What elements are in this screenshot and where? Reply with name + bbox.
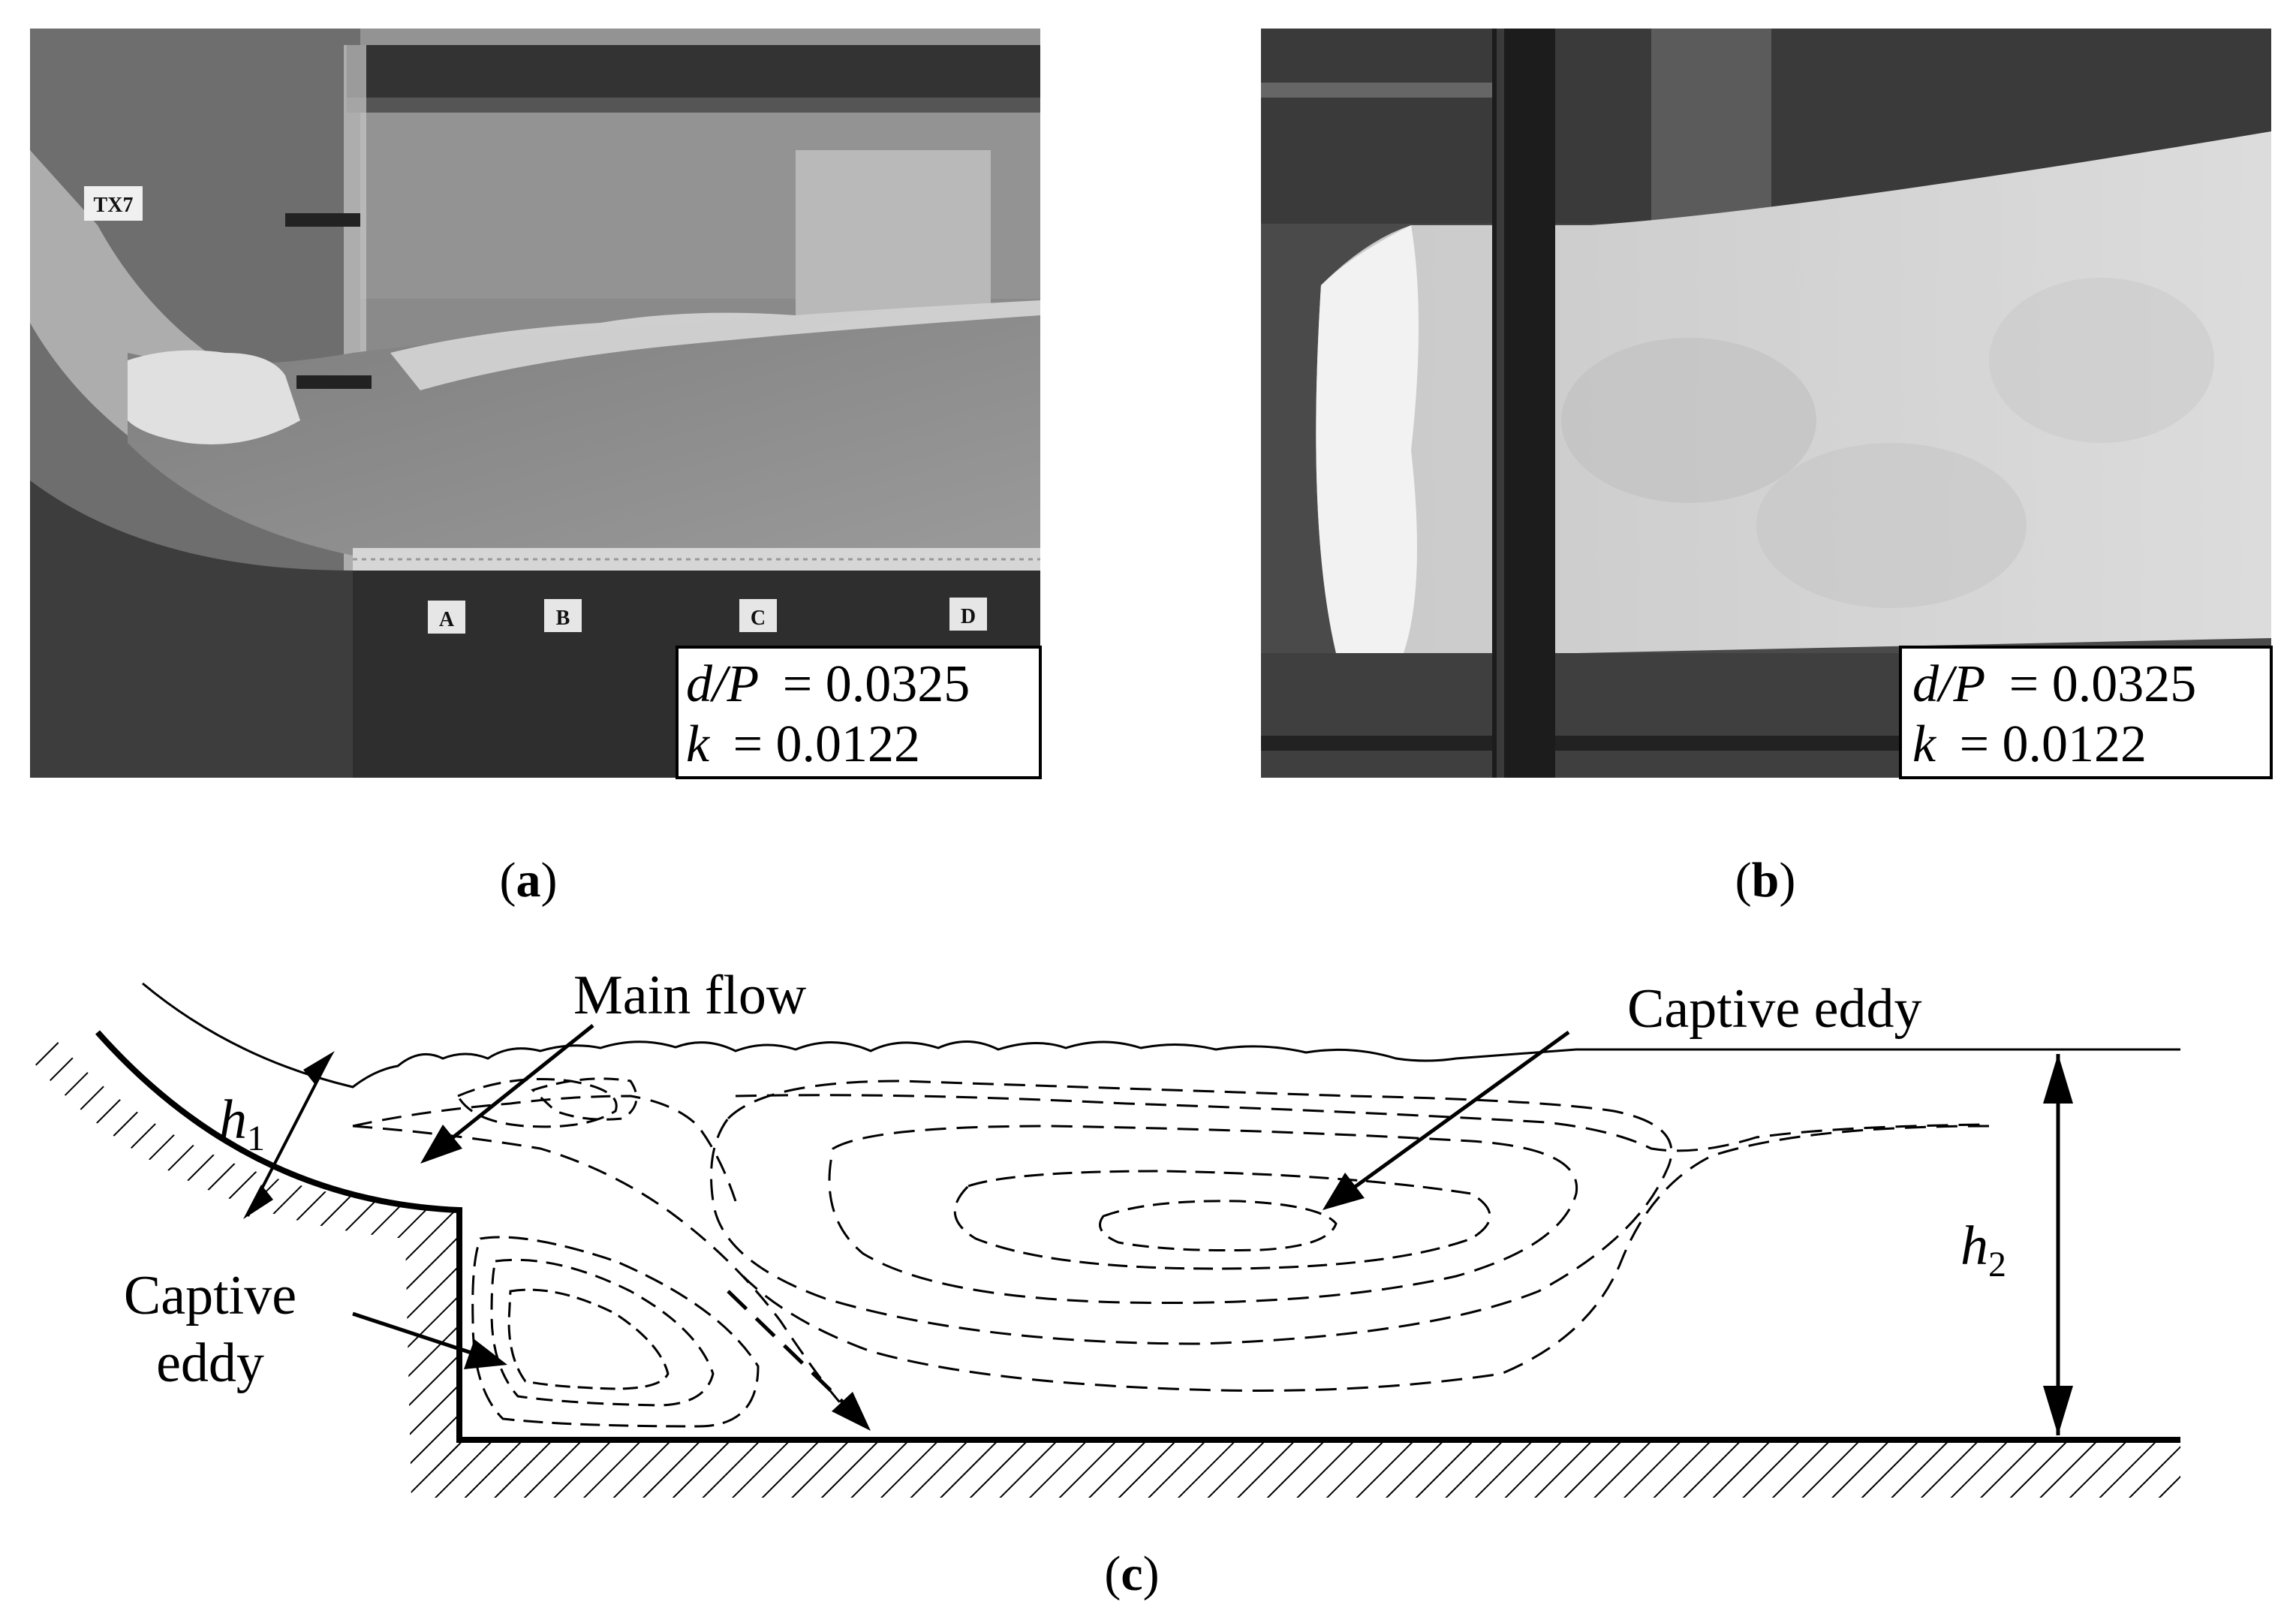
panel-b-param-box: d/P = 0.0325 k = 0.0122 [1899, 646, 2273, 779]
panel-b-photo [1261, 29, 2271, 778]
down-dashed-arrow [727, 1290, 863, 1422]
label-h1-sub: 1 [247, 1119, 265, 1158]
corner-eddy-loop-2 [490, 1258, 715, 1407]
caption-c-letter: c [1121, 1546, 1142, 1601]
corner-eddy-loop-1 [471, 1236, 760, 1428]
main-flow-arrow [438, 1024, 594, 1150]
down-arrow-head [832, 1392, 871, 1431]
label-h2-var: h [1960, 1215, 1988, 1277]
panel-a-param-box: d/P = 0.0325 k = 0.0122 [676, 646, 1042, 779]
jet-upper-dashed [352, 1095, 737, 1202]
label-h1-var: h [219, 1089, 247, 1151]
svg-text:(b): (b) [1735, 853, 1796, 908]
label-captive-eddy-top: Captive eddy [1627, 978, 1922, 1040]
captive-eddy-top-arrow-head [1323, 1173, 1365, 1210]
svg-text:h1: h1 [219, 1089, 265, 1158]
param-b-lhs-2: k [1912, 715, 1937, 773]
label-captive-eddy-left-1: Captive [124, 1265, 296, 1326]
svg-text:k = 0.0122: k = 0.0122 [686, 715, 920, 773]
label-h2-sub: 2 [1988, 1245, 2006, 1284]
svg-text:(a): (a) [500, 853, 558, 908]
chute-boundary [95, 1030, 2180, 1443]
param-b-lhs-1: d/P [1912, 655, 1985, 713]
station-label-c: C [751, 607, 766, 630]
station-label-a: A [439, 608, 455, 631]
param-a-val-2: = 0.0122 [733, 715, 920, 773]
upper-flow-line [142, 982, 2180, 1089]
big-eddy-loop-2 [828, 1125, 1578, 1305]
param-b-val-1: = 0.0325 [2009, 655, 2196, 713]
caption-a: (a) [500, 853, 558, 908]
big-eddy-loop-1 [710, 1080, 1673, 1345]
station-label-d: D [961, 605, 976, 628]
param-a-lhs-1: d/P [686, 655, 759, 713]
floor-hatch [411, 1440, 2180, 1498]
main-streamline [735, 1094, 1990, 1152]
svg-text:d/P = 0.0325: d/P = 0.0325 [1912, 655, 2196, 713]
svg-text:h2: h2 [1960, 1215, 2006, 1284]
svg-text:(c): (c) [1104, 1546, 1159, 1601]
caption-a-letter: a [516, 853, 541, 908]
param-a-val-1: = 0.0325 [783, 655, 970, 713]
h2-arrow-bottom [2043, 1386, 2073, 1435]
param-b-val-2: = 0.0122 [1960, 715, 2147, 773]
caption-b: (b) [1735, 853, 1796, 908]
station-label-b: B [556, 607, 570, 630]
caption-c: (c) [1104, 1546, 1159, 1601]
panel-c-diagram [30, 982, 2180, 1498]
small-eddy-2 [531, 1077, 638, 1121]
main-flow-arrow-head [420, 1125, 462, 1164]
svg-text:d/P = 0.0325: d/P = 0.0325 [686, 655, 970, 713]
label-main-flow: Main flow [573, 965, 807, 1026]
big-eddy-loop-3 [953, 1170, 1491, 1270]
jet-lower-dashed [352, 1125, 850, 1413]
h1-arrow-bottom [243, 1185, 273, 1219]
h2-arrow-top [2043, 1054, 2073, 1104]
corner-eddy-loop-3 [507, 1288, 670, 1390]
outer-return-streamline [742, 1125, 1990, 1392]
big-eddy-loop-4 [1099, 1200, 1338, 1252]
svg-text:k = 0.0122: k = 0.0122 [1912, 715, 2147, 773]
caption-b-letter: b [1752, 853, 1780, 908]
panel-c-labels: Main flow Captive eddy Captive eddy h1 h… [124, 965, 2006, 1394]
photo-tag: TX7 [94, 194, 134, 217]
h1-arrow-top [303, 1051, 335, 1085]
captive-eddy-left-arrow-head [464, 1339, 507, 1369]
captive-eddy-left-arrow [352, 1311, 481, 1358]
captive-eddy-top-arrow [1342, 1030, 1570, 1197]
param-a-lhs-2: k [686, 715, 711, 773]
label-captive-eddy-left-2: eddy [156, 1332, 264, 1394]
chute-hatch [30, 1036, 459, 1498]
